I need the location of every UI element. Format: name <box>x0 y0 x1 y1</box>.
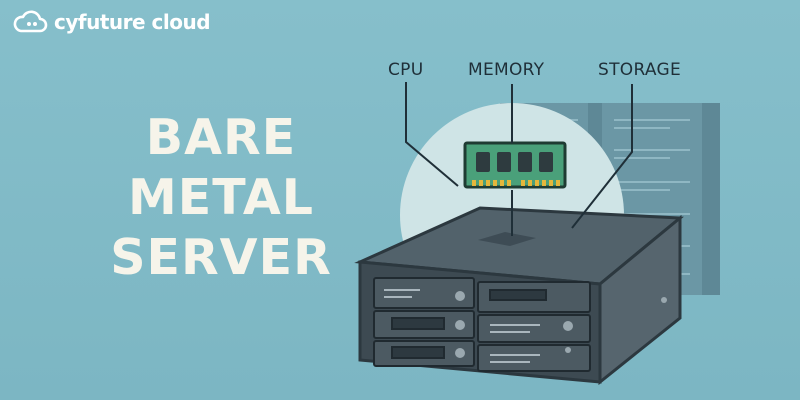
ram-module-icon <box>463 141 567 189</box>
server-chassis-icon <box>354 206 684 386</box>
brand-name: cyfuture cloud <box>54 10 211 34</box>
connector-lines <box>405 82 633 236</box>
storage-label: STORAGE <box>598 60 682 80</box>
headline-line-2: METAL <box>128 169 314 226</box>
page-title: BARE METAL SERVER <box>96 108 346 288</box>
headline-line-3: SERVER <box>110 229 332 286</box>
cpu-label: CPU <box>388 60 424 80</box>
memory-label: MEMORY <box>468 60 545 80</box>
headline-line-1: BARE <box>145 109 297 166</box>
cloud-logo-icon <box>13 10 48 33</box>
brand-logo[interactable]: cyfuture cloud <box>12 10 211 34</box>
